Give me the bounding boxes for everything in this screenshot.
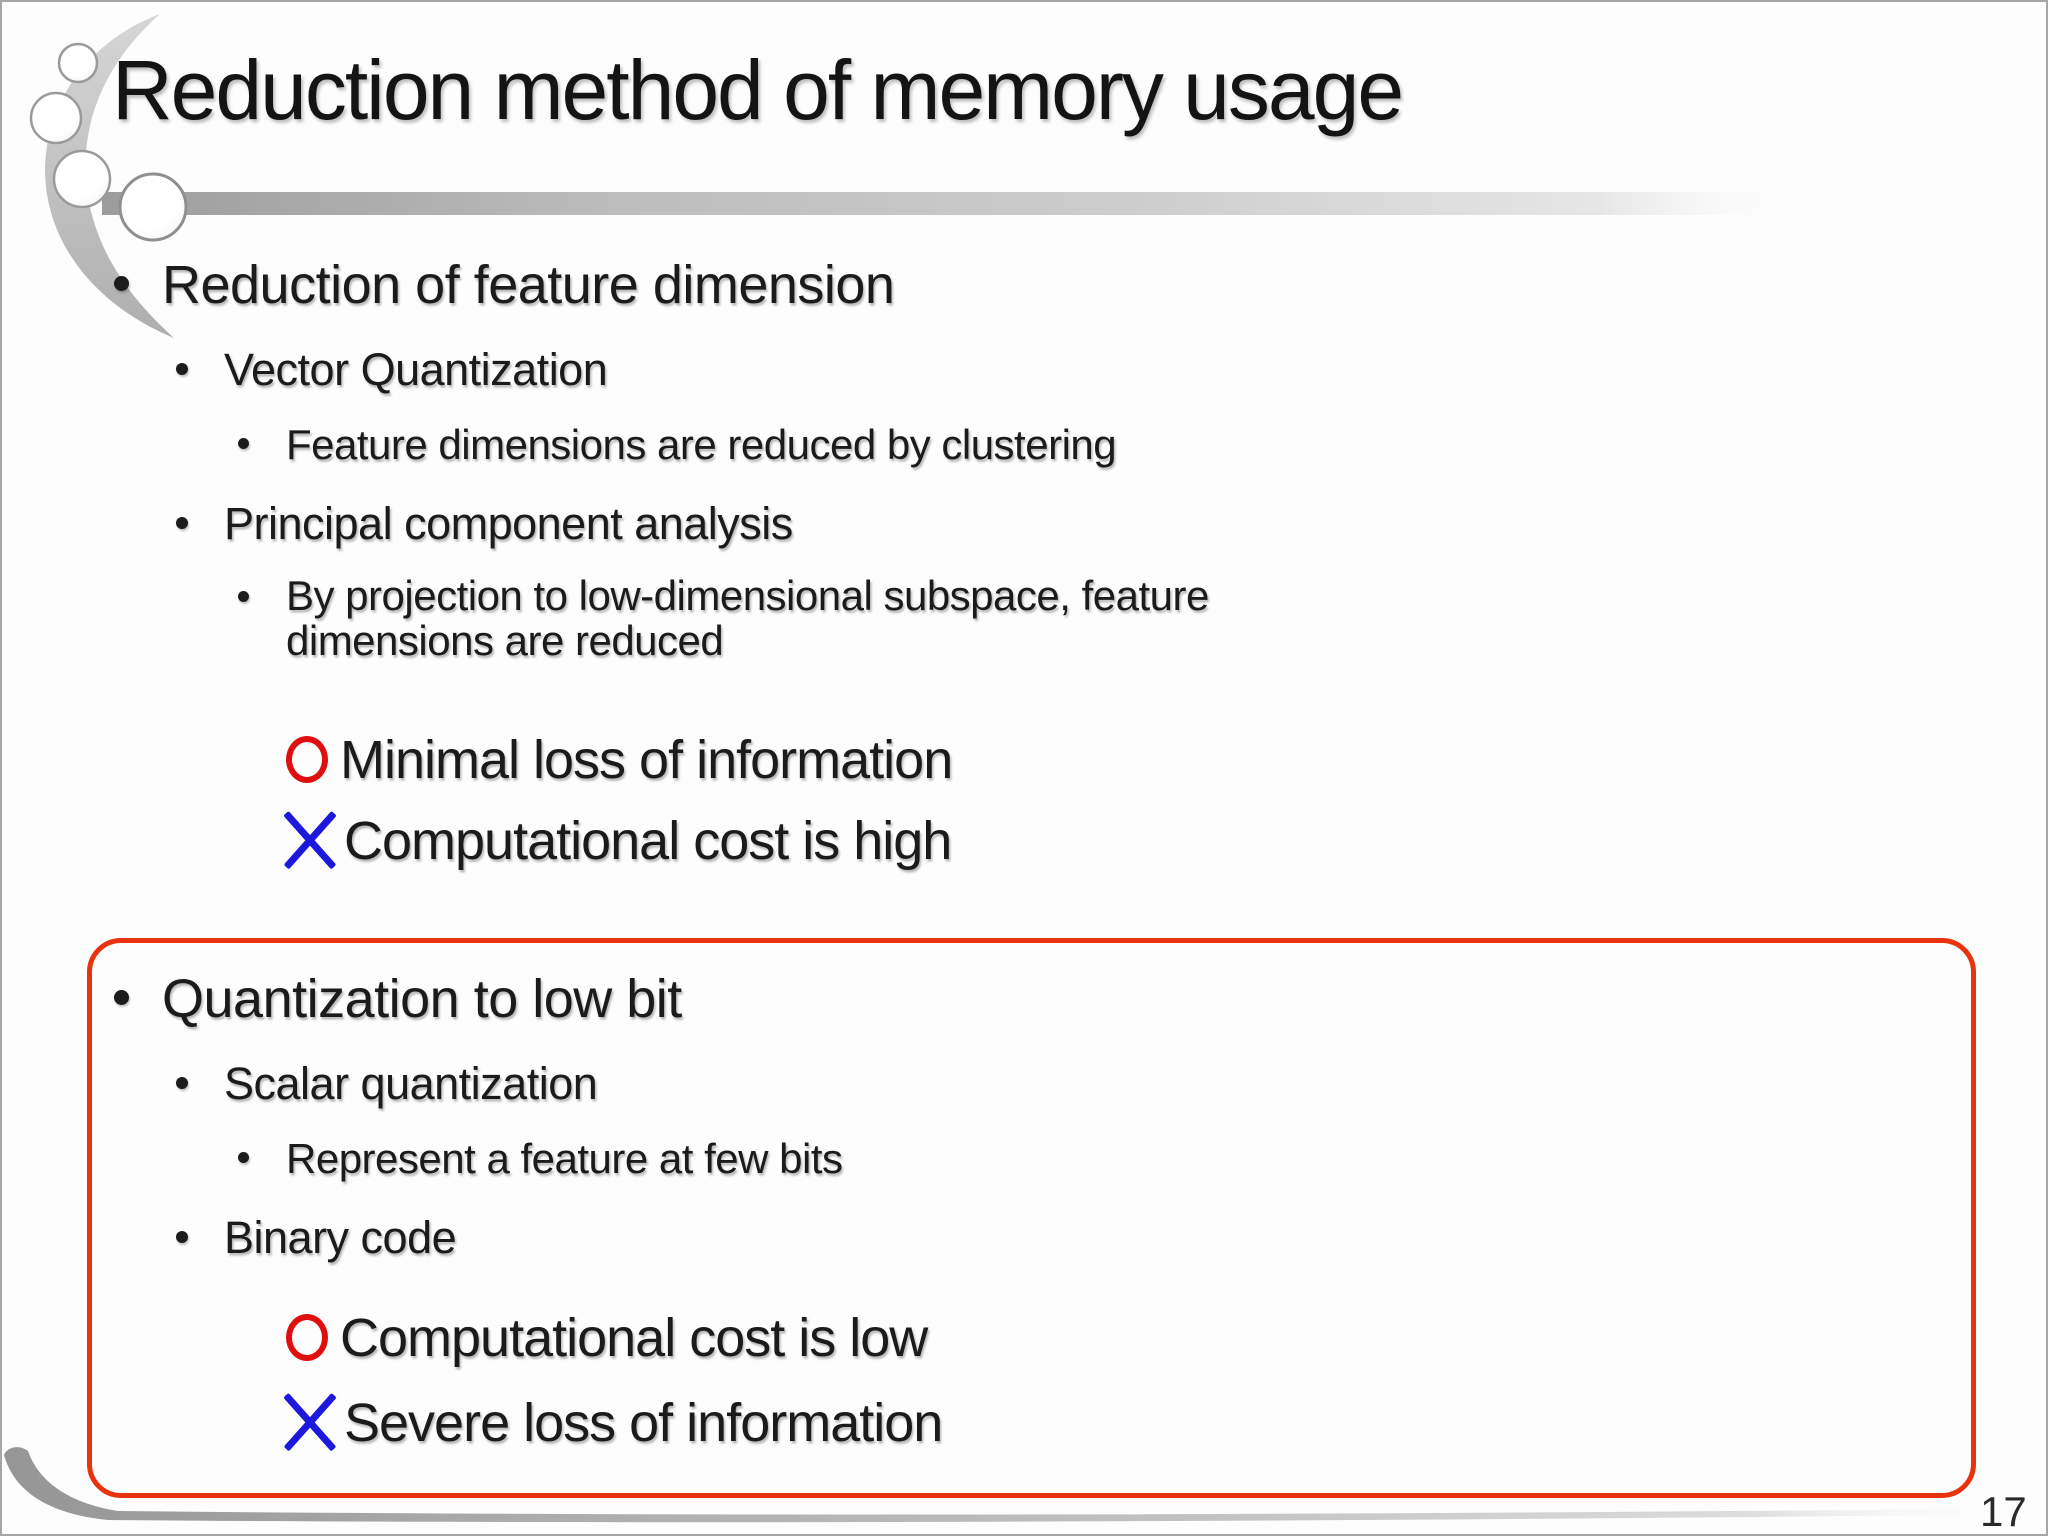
- bullet-feature-dims-clustering: Feature dimensions are reduced by cluste…: [236, 421, 1117, 469]
- page-number: 17: [1980, 1488, 2027, 1535]
- circle-outline-icon: [286, 1314, 328, 1361]
- bullet-quantization-low-bit: Quantization to low bit: [114, 968, 682, 1030]
- bullet-text: By projection to low-dimensional subspac…: [286, 572, 1209, 664]
- bullet-scalar-quantization: Scalar quantization: [174, 1058, 598, 1110]
- pro-text: Minimal loss of information: [340, 730, 953, 790]
- bullet-text: Vector Quantization: [224, 344, 608, 395]
- pro-row-computational-cost-low: Computational cost is low: [286, 1307, 928, 1369]
- bullet-text: Feature dimensions are reduced by cluste…: [286, 421, 1117, 468]
- pro-text: Computational cost is low: [340, 1308, 928, 1368]
- pro-row-minimal-loss: Minimal loss of information: [286, 729, 953, 791]
- bullet-text: Reduction of feature dimension: [162, 255, 895, 315]
- bullet-binary-code: Binary code: [174, 1212, 457, 1264]
- con-text: Computational cost is high: [344, 811, 952, 871]
- bullet-text: Scalar quantization: [224, 1058, 598, 1109]
- circle-outline-icon: [286, 736, 328, 783]
- bullet-text: Principal component analysis: [224, 498, 793, 549]
- bullet-text: Quantization to low bit: [162, 969, 682, 1029]
- bullet-represent-feature-few-bits: Represent a feature at few bits: [236, 1135, 843, 1183]
- bullet-reduction-feature-dimension: Reduction of feature dimension: [114, 254, 895, 316]
- bullet-text: Represent a feature at few bits: [286, 1135, 843, 1182]
- bullet-text: Binary code: [224, 1212, 457, 1263]
- con-text: Severe loss of information: [344, 1393, 943, 1453]
- con-row-severe-loss: Severe loss of information: [286, 1392, 943, 1454]
- cross-icon: [286, 813, 334, 867]
- bullet-vector-quantization: Vector Quantization: [174, 344, 608, 396]
- bullet-projection-subspace: By projection to low-dimensional subspac…: [236, 572, 1386, 664]
- con-row-computational-cost-high: Computational cost is high: [286, 810, 952, 872]
- page-title: Reduction method of memory usage: [112, 43, 1404, 137]
- bullet-principal-component-analysis: Principal component analysis: [174, 498, 793, 550]
- cross-icon: [286, 1395, 334, 1449]
- title-underline-bar: [102, 192, 1862, 215]
